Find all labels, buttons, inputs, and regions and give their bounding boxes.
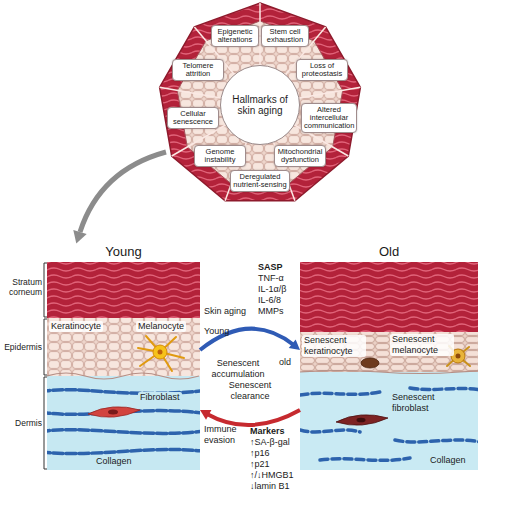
connector-line [207, 410, 300, 425]
collagen-fibre [47, 449, 200, 453]
hallmark-box: Deregulated nutrient-sensing [230, 170, 290, 193]
senescent-keratinocyte [361, 358, 379, 368]
collagen-fibre [410, 388, 478, 390]
annotation-label: Skin aging [204, 306, 246, 317]
annotation-label: ↑SA-β-gal [250, 437, 290, 448]
hallmark-box: Mitochondrial dysfunction [274, 145, 326, 168]
node-text: Telomere attrition [175, 62, 221, 79]
hallmark-box: Epigenetic alterations [211, 25, 259, 48]
bracket [44, 263, 47, 317]
annotation-label: old [279, 357, 291, 368]
node-text: Cellular senescence [170, 110, 216, 127]
panel-heading: Old [300, 244, 478, 260]
fibroblast-nucleus [108, 410, 118, 415]
node-text: Mitochondrial dysfunction [277, 148, 323, 165]
fibroblast [88, 407, 140, 417]
annotation-label: Senescent melanocyte [390, 334, 454, 356]
annotation-label: SASP [258, 262, 283, 273]
node-text: Genome instability [197, 148, 243, 165]
melanocyte-dendrites [138, 336, 184, 371]
collagen-fibre [300, 392, 380, 395]
annotation-label: Epidermis [2, 342, 42, 352]
annotation-label: Collagen [428, 455, 468, 466]
annotation-label: Keratinocyte [49, 321, 103, 332]
panel-heading: Young [47, 244, 200, 260]
node-text: Hallmarks of skin aging [227, 94, 293, 117]
arrowhead [200, 410, 211, 420]
annotation-label: ↓lamin B1 [250, 481, 290, 492]
collagen-fibre [300, 430, 360, 432]
connector-arrow [200, 410, 300, 425]
epidermis [300, 332, 478, 372]
collagen-fibre [395, 440, 478, 442]
annotation-label: Senescent fibroblast [390, 392, 454, 414]
node-text: Epigenetic alterations [214, 28, 256, 45]
annotation-label: Young [204, 326, 229, 337]
skin-panel: Young [47, 244, 200, 470]
annotation-label: TNF-α [258, 273, 284, 284]
senescent-fibroblast [336, 415, 388, 425]
center-circle: Hallmarks of skin aging [220, 65, 300, 145]
annotation-label: Stratum corneum [2, 277, 42, 297]
annotation-label: ↑p16 [250, 448, 270, 459]
bracket [44, 377, 47, 469]
collagen-fibres [47, 390, 200, 454]
annotation-label: Melanocyte [136, 321, 186, 332]
segment-dividers [160, 3, 361, 201]
node-text: Deregulated nutrient-sensing [233, 173, 287, 190]
hallmark-box: Loss of proteostasis [296, 59, 348, 82]
annotation-label: Immune evasion [204, 424, 244, 446]
collagen-fibre [320, 458, 410, 460]
melanocyte-nucleus [456, 354, 461, 359]
stratum-corneum [300, 262, 478, 332]
annotation-label: Collagen [94, 456, 134, 467]
melanocyte [153, 345, 167, 359]
arrowhead [289, 339, 300, 350]
hallmark-box: Telomere attrition [172, 59, 224, 82]
basement-membrane [300, 371, 478, 374]
collagen-fibres [300, 388, 478, 460]
stratum-corneum [47, 262, 200, 318]
node-text: Stem cell exhaustion [264, 28, 306, 45]
annotation-label: IL-1α/β [258, 284, 286, 295]
annotation-label: ↑p21 [250, 459, 270, 470]
annotation-label: Dermis [2, 418, 42, 428]
annotation-label: IL-6/8 [258, 295, 281, 306]
hallmark-box: Stem cell exhaustion [261, 25, 309, 48]
skin-panel: Old [300, 244, 478, 470]
fibroblast-nucleus [357, 418, 366, 423]
layer-brackets [44, 263, 47, 469]
node-text: Loss of proteostasis [299, 62, 345, 79]
epidermis [47, 318, 200, 376]
annotation-label: Senescent keratinocyte [302, 335, 366, 357]
collagen-fibre [47, 430, 200, 434]
annotation-label: Fibroblast [138, 392, 182, 403]
hallmark-nonagon [160, 3, 361, 201]
edge-label: Senescent accumulation [207, 358, 269, 380]
hallmark-box: Altered intercellular communication [301, 103, 357, 134]
basement-membrane [47, 373, 199, 379]
edge-label: Senescent clearance [219, 380, 281, 402]
node-text: Altered intercellular communication [304, 106, 354, 131]
annotation-label: MMPs [258, 306, 284, 317]
zoom-arrowhead [73, 230, 86, 244]
zoom-arrow [80, 152, 166, 232]
dermis [300, 372, 478, 470]
old-skin [300, 262, 478, 470]
bracket [44, 319, 47, 375]
annotation-label: Markers [250, 426, 285, 437]
young-skin [47, 262, 200, 470]
hallmark-box: Genome instability [194, 145, 246, 168]
melanocyte-nucleus [158, 350, 163, 355]
annotation-label: ↑/↓HMGB1 [250, 470, 294, 481]
hallmark-box: Cellular senescence [167, 107, 219, 130]
